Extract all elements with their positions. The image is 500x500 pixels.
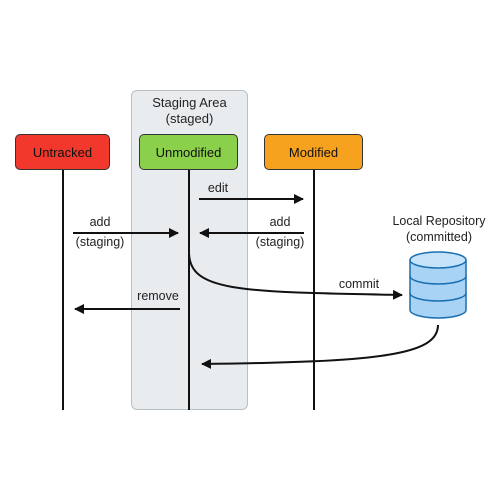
edit-label: edit — [207, 181, 229, 195]
commit-label: commit — [338, 277, 380, 291]
commit-arrow — [188, 251, 403, 300]
add-modified-sublabel: (staging) — [255, 235, 305, 249]
modified-label: Modified — [288, 144, 339, 160]
local-repository-title: Local Repository — [392, 214, 486, 228]
database-icon — [409, 251, 467, 319]
add-modified-label-text: add — [269, 215, 291, 229]
add-untracked-label-text: add — [89, 215, 111, 229]
staging-area-title: Staging Area (staged) — [131, 95, 248, 127]
local-repository-subtitle: (committed) — [406, 230, 472, 244]
unmodified-state-box: Unmodified — [139, 134, 238, 170]
local-repository-label: Local Repository (committed) — [383, 213, 495, 245]
repository-return-arrow — [201, 324, 439, 369]
add-modified-label: add (staging) — [250, 215, 310, 250]
remove-label: remove — [137, 289, 179, 303]
unmodified-label: Unmodified — [155, 144, 222, 160]
add-untracked-sublabel: (staging) — [75, 235, 125, 249]
add-untracked-label: add (staging) — [70, 215, 130, 250]
staging-area-subtitle-text: (staged) — [165, 111, 214, 126]
staging-area-title-text: Staging Area — [152, 95, 227, 110]
untracked-state-box: Untracked — [15, 134, 110, 170]
untracked-label: Untracked — [32, 144, 93, 160]
modified-state-box: Modified — [264, 134, 363, 170]
